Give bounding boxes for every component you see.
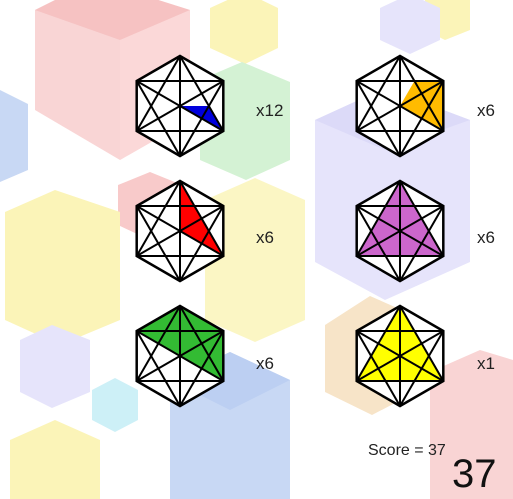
score-label: Score = 37 <box>368 442 446 460</box>
hex-tile-yellow[interactable] <box>350 301 450 411</box>
score-value: 37 <box>452 452 497 496</box>
hex-tile-orange[interactable] <box>350 51 450 161</box>
multiplier-label: x6 <box>256 354 274 374</box>
multiplier-label: x12 <box>256 101 283 121</box>
hex-tile-purple[interactable] <box>350 176 450 286</box>
multiplier-label: x6 <box>256 228 274 248</box>
hex-tile-green[interactable] <box>130 301 230 411</box>
multiplier-label: x6 <box>477 101 495 121</box>
hex-tile-blue[interactable] <box>130 51 230 161</box>
multiplier-label: x6 <box>477 228 495 248</box>
multiplier-label: x1 <box>477 354 495 374</box>
hex-tile-red[interactable] <box>130 176 230 286</box>
